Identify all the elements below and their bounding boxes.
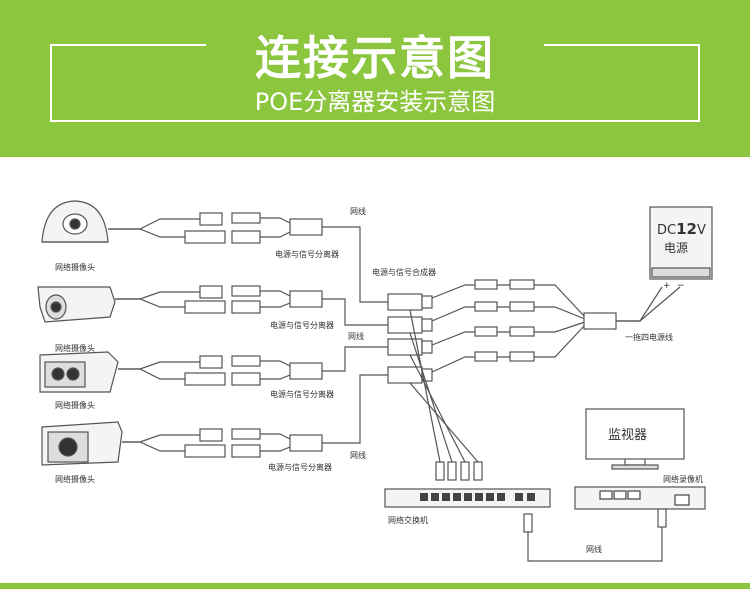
power-name: 电源 (664, 241, 688, 255)
cable-label-2: 网线 (348, 331, 364, 341)
power-title: DC12V (657, 220, 706, 238)
monitor-label: 监视器 (608, 428, 647, 443)
camera-label-3: 网络摄像头 (55, 400, 95, 410)
nvr-label: 网络录像机 (663, 474, 703, 484)
box-camera-icon (39, 351, 119, 393)
power-minus: − (677, 281, 685, 291)
bottom-cable-label: 网线 (586, 544, 602, 554)
splitter-label-3: 电源与信号分离器 (270, 389, 334, 399)
splitter-label-1: 电源与信号分离器 (275, 249, 339, 259)
camera-label-1: 网络摄像头 (55, 262, 95, 272)
page-subtitle: POE分离器安装示意图 (254, 88, 496, 116)
splitter-label-4: 电源与信号分离器 (268, 462, 332, 472)
bullet-camera-icon-2 (41, 421, 123, 466)
header-frame (50, 44, 700, 122)
camera-label-4: 网络摄像头 (55, 474, 95, 484)
cable-label-1: 网线 (350, 206, 366, 216)
header-frame-top-left (50, 44, 206, 46)
header-frame-top-right (544, 44, 700, 46)
cable-label-3: 网线 (350, 450, 366, 460)
bullet-camera-icon-1 (37, 286, 116, 323)
page-title: 连接示意图 (255, 31, 495, 85)
footer-bar (0, 583, 750, 589)
power-cable-label: 一拖四电源线 (625, 332, 673, 342)
splitter-label-2: 电源与信号分离器 (270, 320, 334, 330)
header-banner (0, 0, 750, 157)
combiner-label: 电源与信号合成器 (372, 267, 436, 277)
connection-diagram: 网络摄像头 网络摄像头 网络摄像头 网络摄像头 电源与信号分离器 电源与信号分离… (37, 200, 713, 562)
dome-camera-icon (41, 200, 109, 243)
power-plus: + (663, 281, 671, 291)
camera-label-2: 网络摄像头 (55, 343, 95, 353)
switch-label: 网络交换机 (388, 515, 428, 525)
